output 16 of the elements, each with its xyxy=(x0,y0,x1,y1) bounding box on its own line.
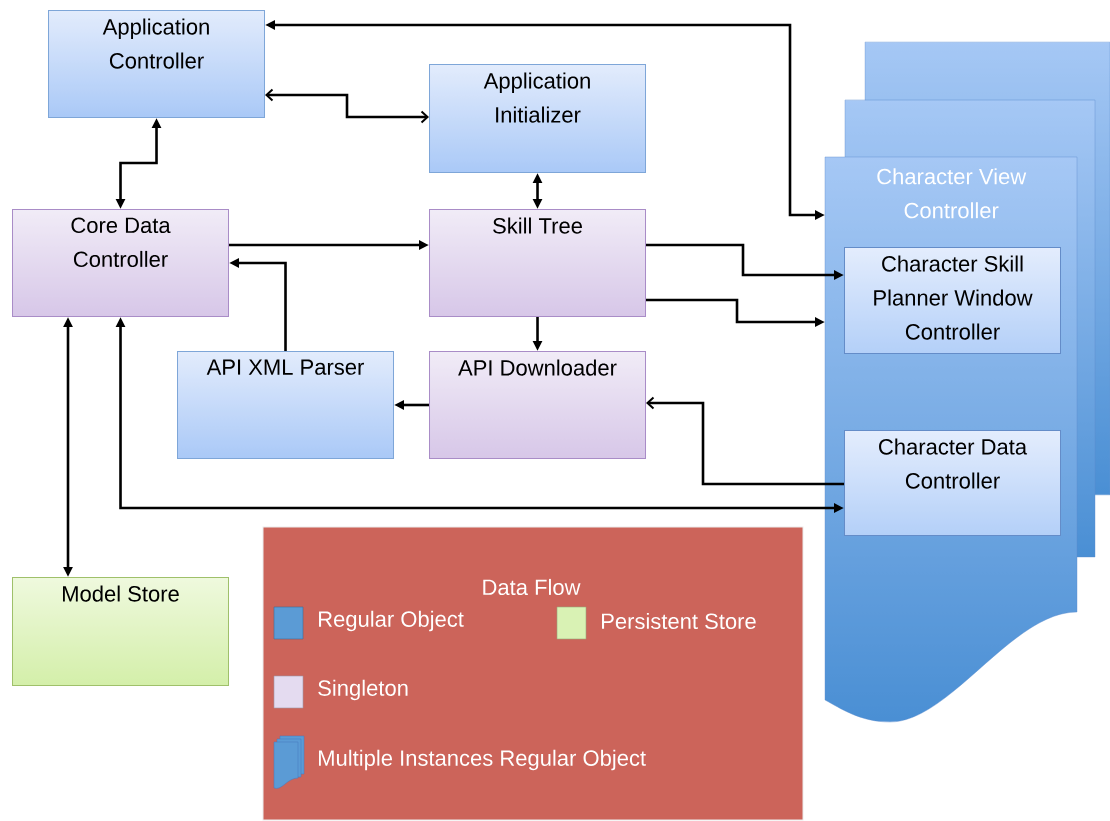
process-box: Application Initializer xyxy=(429,64,646,173)
arrow xyxy=(646,396,844,486)
process-box: Character Data Controller xyxy=(844,430,1061,536)
legend-text: Multiple Instances Regular Object xyxy=(319,749,646,771)
process-box: Model Store xyxy=(12,577,229,686)
process-box: Application Controller xyxy=(48,10,265,118)
process-box: Core Data Controller xyxy=(12,209,229,317)
process-box: API Downloader xyxy=(429,351,646,459)
legend-text: Regular Object xyxy=(319,610,464,632)
legend-text: Persistent Store xyxy=(602,612,756,630)
arrow xyxy=(265,88,429,124)
legend-title: Data Flow xyxy=(483,578,581,596)
process-box: Character Skill Planner Window Controller xyxy=(844,247,1061,354)
process-box: API XML Parser xyxy=(177,351,394,459)
legend-text: Singleton xyxy=(318,679,408,701)
process-box: Skill Tree xyxy=(429,209,646,317)
